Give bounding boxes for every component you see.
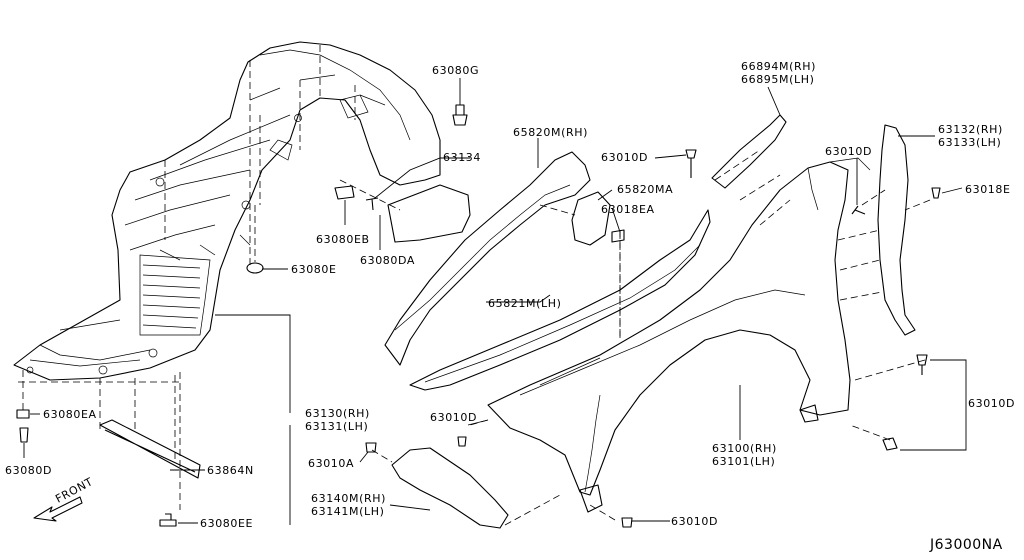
label-63010d-bottom: 63010D	[671, 515, 718, 528]
label-63130rh: 63130(RH)	[305, 407, 370, 420]
liner-projection-lines	[18, 45, 401, 510]
front-direction-arrow	[33, 496, 83, 522]
fender-liner	[13, 41, 441, 381]
label-63131lh: 63131(LH)	[305, 420, 368, 433]
label-66895m: 66895M(LH)	[741, 73, 814, 86]
label-63133lh: 63133(LH)	[938, 136, 1001, 149]
label-63018e: 63018E	[965, 183, 1011, 196]
label-63132rh: 63132(RH)	[938, 123, 1003, 136]
liner-fasteners	[16, 104, 468, 527]
label-65820ma: 65820MA	[617, 183, 673, 196]
label-63010d-mid: 63010D	[430, 411, 477, 424]
diagram-code: J63000NA	[929, 537, 1003, 553]
label-63101lh: 63101(LH)	[712, 455, 775, 468]
label-63080g: 63080G	[432, 64, 479, 77]
label-63080ee: 63080EE	[200, 517, 253, 530]
part-63134-bracket	[387, 184, 471, 243]
part-66894m-strip	[711, 114, 787, 189]
side-seals	[384, 151, 711, 391]
label-66894m: 66894M(RH)	[741, 60, 816, 73]
label-63080ea: 63080EA	[43, 408, 97, 421]
label-63080d: 63080D	[5, 464, 52, 477]
part-63864n-strip	[99, 419, 201, 479]
label-63080e: 63080E	[291, 263, 337, 276]
label-63100rh: 63100(RH)	[712, 442, 777, 455]
front-label: FRONT	[53, 475, 95, 506]
part-63132-bracket	[877, 124, 916, 336]
leader-lines	[23, 78, 967, 525]
label-65820m: 65820M(RH)	[513, 126, 588, 139]
label-63080eb: 63080EB	[316, 233, 370, 246]
label-63010d-far-right: 63010D	[968, 397, 1015, 410]
label-63010d-right: 63010D	[825, 145, 872, 158]
label-65821m: 65821M(LH)	[488, 297, 561, 310]
bolts	[365, 149, 941, 528]
part-labels: 63080G 63134 63080EB 63080DA 63080E 6308…	[5, 60, 1015, 553]
fender-projection-lines	[371, 149, 931, 526]
part-63140m-bracket	[391, 447, 509, 529]
label-63080da: 63080DA	[360, 254, 415, 267]
label-63018ea: 63018EA	[601, 203, 655, 216]
label-63140m: 63140M(RH)	[311, 492, 386, 505]
label-63010d-top: 63010D	[601, 151, 648, 164]
label-63141m: 63141M(LH)	[311, 505, 384, 518]
label-63864n: 63864N	[207, 464, 254, 477]
label-63134: 63134	[443, 151, 481, 164]
front-fender	[487, 157, 871, 513]
label-63010a: 63010A	[308, 457, 354, 470]
